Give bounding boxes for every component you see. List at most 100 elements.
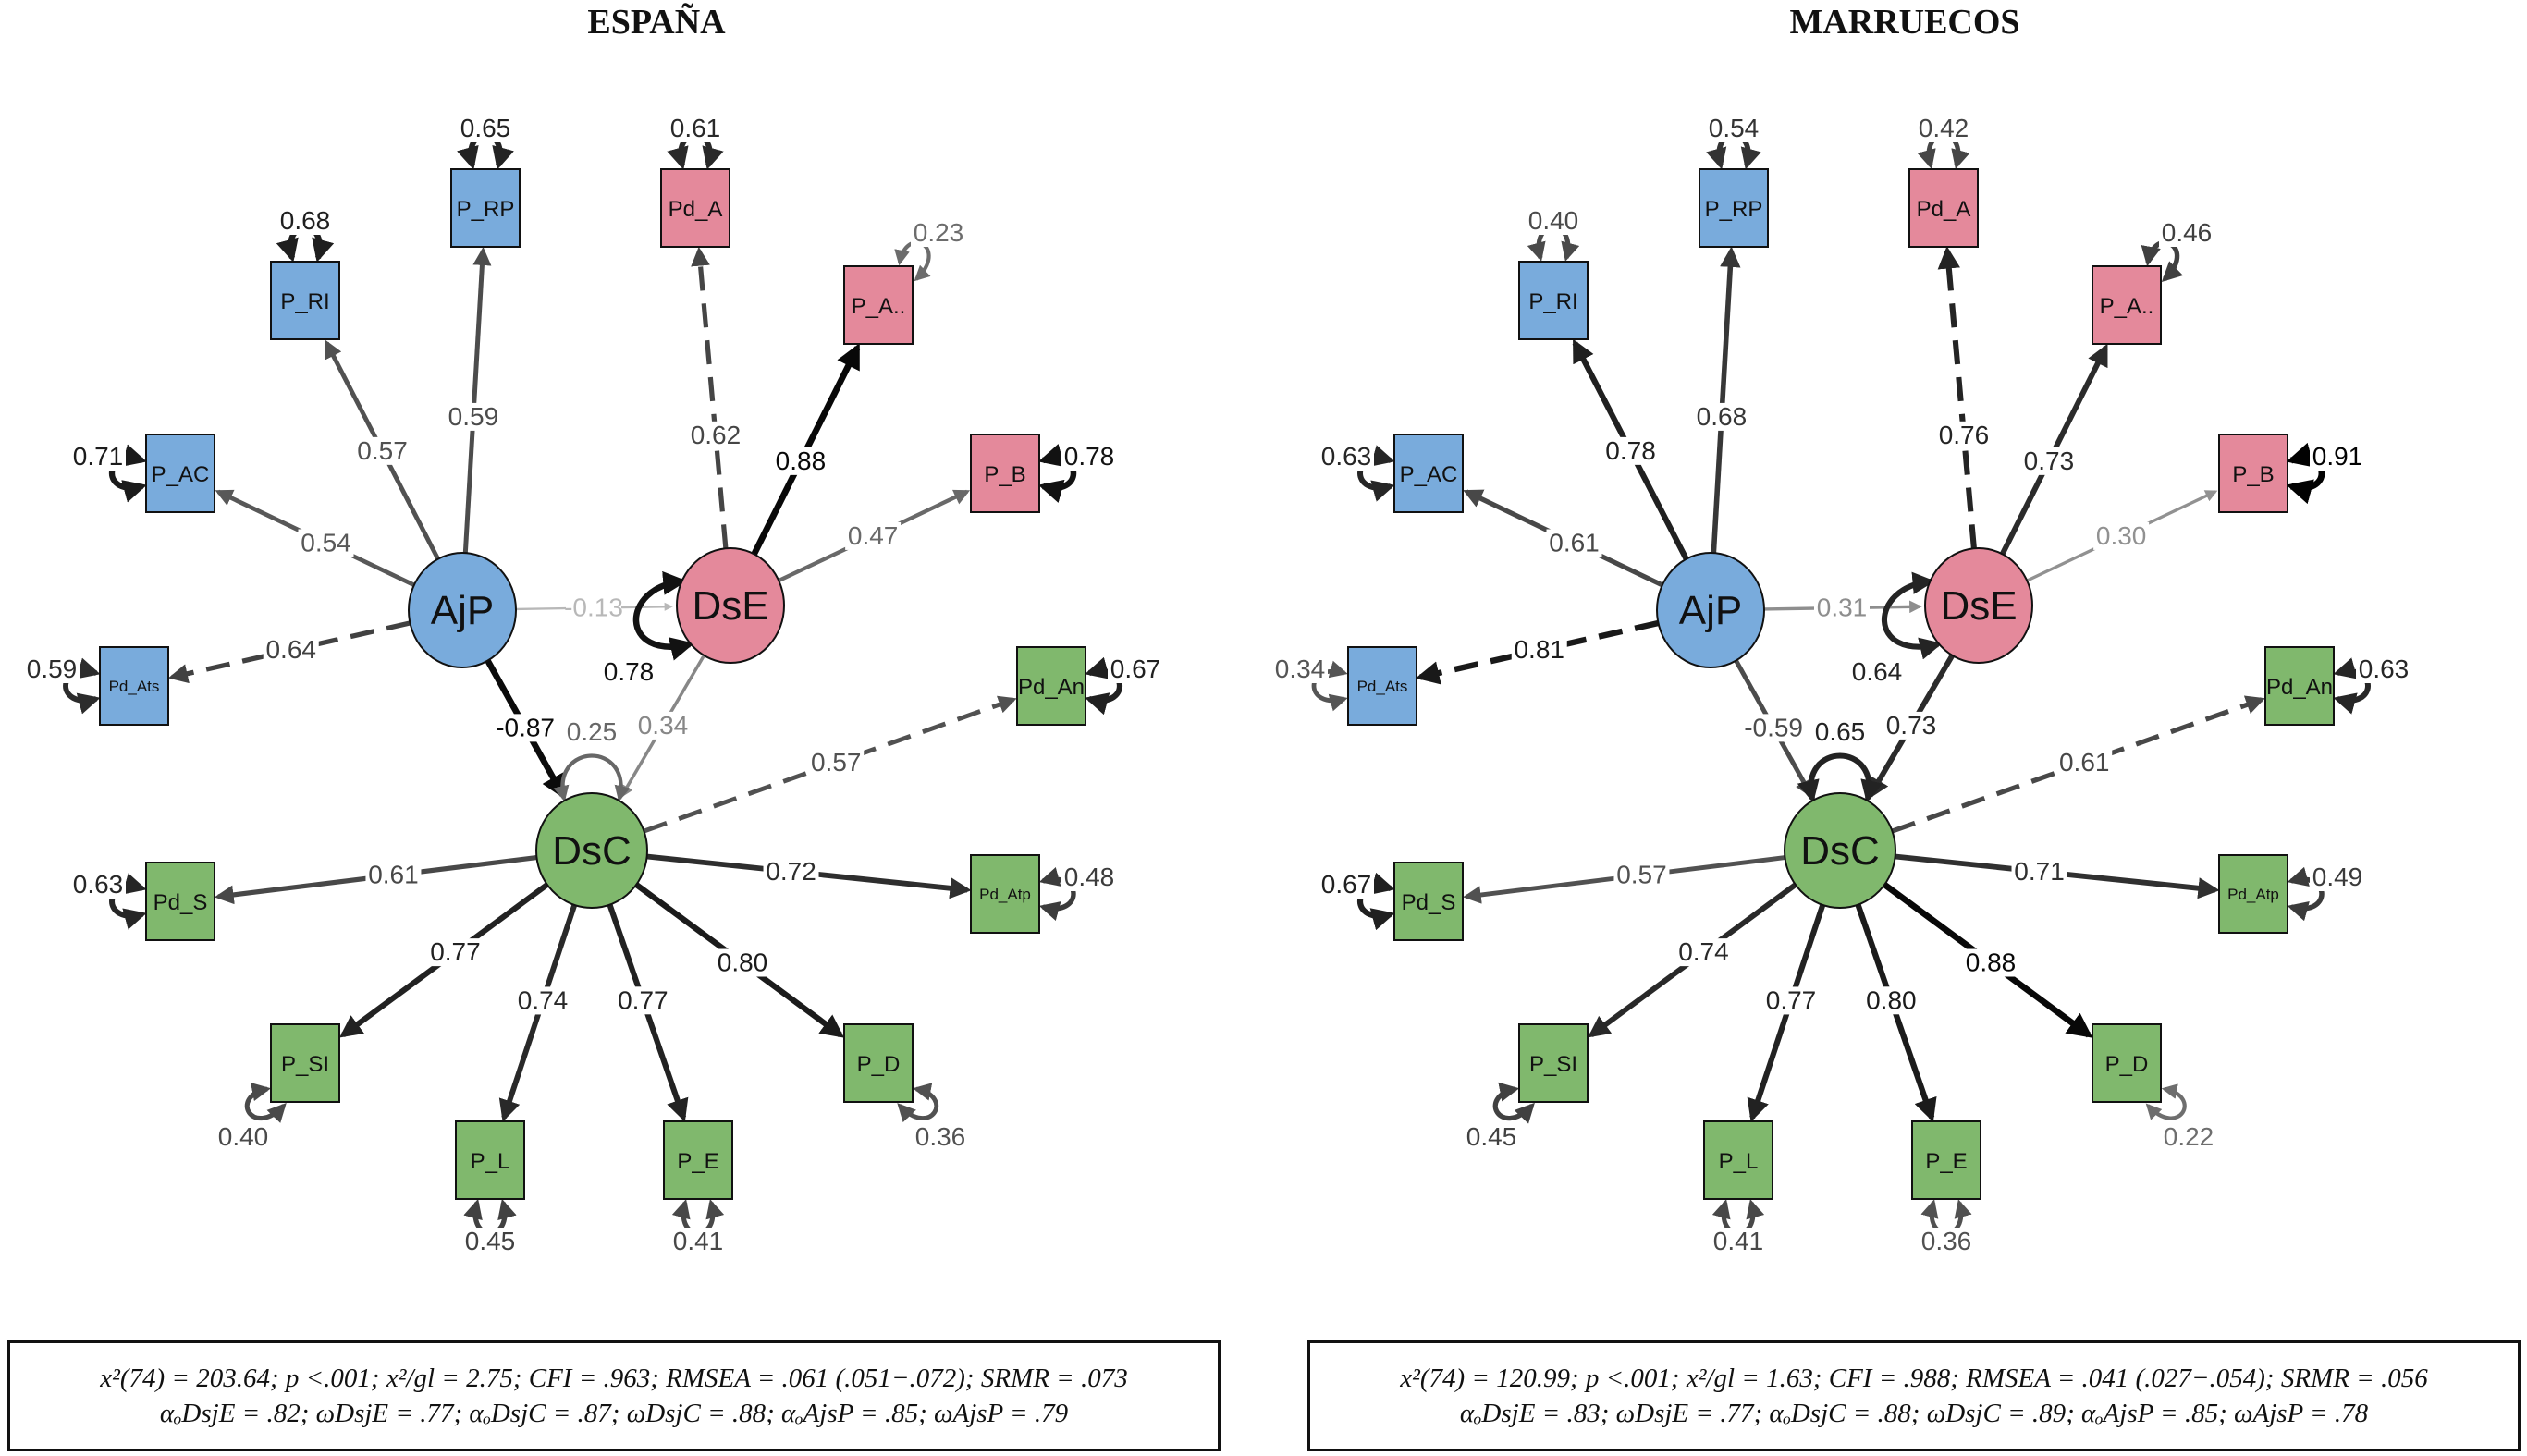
indicator-label-P_SI: P_SI — [281, 1052, 329, 1077]
indicator-Pd_An-residual-label: 0.63 — [2359, 655, 2410, 683]
latent-residual-label-DsE: 0.78 — [604, 657, 655, 686]
path-label-AjP-DsE: -0.13 — [564, 593, 623, 622]
indicator-label-P_D: P_D — [2105, 1052, 2149, 1077]
indicator-P_D-residual-label: 0.36 — [915, 1122, 966, 1151]
indicator-box-Pd_A — [660, 168, 730, 248]
indicator-P_A-residual-label: 0.46 — [2162, 218, 2213, 247]
indicator-label-P_AC: P_AC — [152, 462, 210, 487]
latent-label-DsE: DsE — [1940, 583, 2017, 629]
indicator-box-Pd_An — [2264, 646, 2335, 726]
loading-label-P_A: 0.88 — [776, 447, 827, 475]
indicator-label-Pd_An: Pd_An — [2266, 675, 2333, 700]
panel-title-espana: ESPAÑA — [587, 3, 726, 42]
indicator-label-P_L: P_L — [471, 1149, 510, 1174]
indicator-label-Pd_Ats: Pd_Ats — [109, 678, 160, 695]
indicator-Pd_S-residual-arrow — [109, 873, 147, 930]
indicator-P_A-residual-label: 0.23 — [914, 218, 964, 247]
indicator-Pd_An-residual-label: 0.67 — [1110, 655, 1161, 683]
loading-label-P_RI: 0.57 — [357, 436, 408, 465]
indicator-label-P_SI: P_SI — [1529, 1052, 1577, 1077]
indicator-Pd_S-residual-arrow — [1356, 872, 1395, 931]
indicator-Pd_A-residual-label: 0.42 — [1919, 114, 1969, 142]
latent-node-DsC — [1784, 792, 1896, 909]
indicator-box-P_A — [843, 265, 914, 345]
indicator-Pd_An-residual-arrow — [2333, 657, 2371, 715]
loading-label-Pd_An: 0.61 — [2059, 748, 2110, 777]
indicator-box-P_B — [970, 434, 1040, 513]
indicator-box-Pd_S — [1393, 862, 1464, 941]
latent-label-DsE: DsE — [692, 583, 768, 629]
indicator-label-P_RP: P_RP — [457, 197, 515, 222]
indicator-P_SI-residual-arrow — [244, 1083, 287, 1123]
loading-label-P_SI: 0.77 — [430, 937, 481, 966]
loading-label-P_D: 0.88 — [1966, 948, 2017, 977]
indicator-Pd_An-residual-arrow — [1085, 656, 1123, 716]
latent-residual-label-DsE: 0.64 — [1852, 657, 1903, 686]
indicator-box-Pd_Atp — [970, 854, 1040, 934]
indicator-label-P_RP: P_RP — [1705, 197, 1763, 222]
latent-node-DsE — [676, 547, 785, 664]
latent-node-AjP — [1656, 552, 1765, 668]
indicator-label-P_B: P_B — [984, 462, 1025, 487]
indicator-Pd_S-residual-label: 0.63 — [73, 870, 124, 899]
indicator-P_D-residual-label: 0.22 — [2164, 1122, 2214, 1151]
loading-label-P_AC: 0.54 — [301, 528, 351, 557]
loading-label-Pd_Ats: 0.64 — [265, 635, 316, 664]
path-label-AjP-DsE: 0.31 — [1817, 593, 1868, 622]
indicator-box-Pd_An — [1016, 646, 1086, 726]
indicator-Pd_Ats-residual-arrow — [1311, 660, 1348, 712]
indicator-label-P_D: P_D — [857, 1052, 901, 1077]
indicator-box-Pd_S — [145, 862, 215, 941]
indicator-P_D-residual-arrow — [2145, 1083, 2187, 1120]
indicator-label-Pd_An: Pd_An — [1018, 675, 1085, 700]
indicator-P_SI-residual-label: 0.40 — [218, 1122, 269, 1151]
indicator-P_L-residual-label: 0.41 — [1713, 1227, 1764, 1255]
indicator-P_RP-residual-label: 0.54 — [1709, 114, 1760, 142]
indicator-label-P_RI: P_RI — [280, 289, 329, 314]
latent-residual-label-DsC: 0.65 — [1815, 717, 1866, 746]
latent-label-DsC: DsC — [1800, 828, 1880, 874]
indicator-box-P_RP — [450, 168, 521, 248]
indicator-label-P_RI: P_RI — [1528, 289, 1577, 314]
loading-arrow-Pd_A — [691, 246, 729, 549]
indicator-P_RI-residual-label: 0.40 — [1528, 206, 1579, 235]
loading-label-P_B: 0.47 — [848, 521, 899, 550]
indicator-box-P_A — [2092, 265, 2162, 345]
fit-indices-box-marruecos: x²(74) = 120.99; p <.001; x²/gl = 1.63; … — [1307, 1340, 2521, 1451]
indicator-label-Pd_Atp: Pd_Atp — [979, 886, 1031, 903]
loading-label-P_B: 0.30 — [2096, 521, 2147, 550]
indicator-label-Pd_S: Pd_S — [153, 890, 208, 915]
loading-label-Pd_A: 0.62 — [691, 421, 742, 449]
indicator-Pd_Atp-residual-arrow — [1038, 867, 1076, 921]
loading-arrow-Pd_A — [1937, 246, 1977, 549]
indicator-P_B-residual-label: 0.91 — [2312, 442, 2363, 471]
loading-label-P_RP: 0.59 — [448, 402, 499, 431]
indicator-box-P_RI — [270, 261, 340, 340]
indicator-Pd_Atp-residual-label: 0.49 — [2312, 863, 2363, 891]
latent-residual-arrow-DsE — [632, 570, 695, 661]
indicator-label-Pd_A: Pd_A — [669, 197, 723, 222]
fit-indices-line: x²(74) = 203.64; p <.001; x²/gl = 2.75; … — [100, 1364, 1128, 1393]
indicator-P_AC-residual-arrow — [108, 444, 147, 503]
loading-label-Pd_S: 0.57 — [1616, 861, 1667, 889]
indicator-label-P_E: P_E — [677, 1149, 718, 1174]
indicator-box-P_E — [663, 1120, 733, 1200]
path-label-AjP-DsC: -0.87 — [496, 713, 555, 741]
loading-label-P_E: 0.77 — [618, 985, 669, 1014]
indicator-box-P_B — [2218, 434, 2288, 513]
indicator-Pd_Ats-residual-arrow — [63, 657, 101, 715]
indicator-box-P_D — [2092, 1023, 2162, 1103]
loading-label-Pd_A: 0.76 — [1939, 421, 1990, 449]
indicator-P_AC-residual-label: 0.63 — [1321, 442, 1372, 471]
indicator-P_SI-residual-label: 0.45 — [1466, 1122, 1517, 1151]
latent-residual-arrow-DsC — [1797, 752, 1883, 803]
indicator-P_B-residual-arrow — [1037, 444, 1077, 503]
loading-label-Pd_Atp: 0.71 — [2014, 857, 2065, 886]
loading-label-P_RI: 0.78 — [1605, 436, 1656, 465]
loading-label-Pd_An: 0.57 — [811, 748, 862, 777]
latent-node-AjP — [408, 552, 517, 668]
reliability-line: αₒDsjE = .82; ωDsjE = .77; αₒDsjC = .87;… — [159, 1399, 1069, 1428]
latent-residual-arrow-DsC — [553, 753, 631, 802]
